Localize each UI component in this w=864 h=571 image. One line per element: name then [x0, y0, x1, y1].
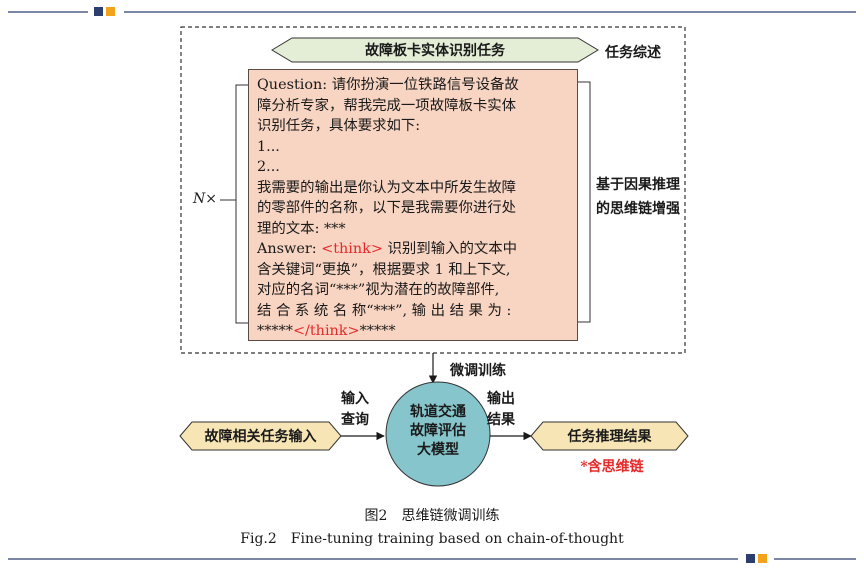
- task-title-hexagon: [271, 37, 599, 63]
- answer-line-1-text: 识别到输入的文本中: [382, 241, 518, 257]
- answer-line-5-end: *****: [359, 323, 396, 339]
- result-box: [530, 421, 689, 451]
- answer-prefix: Answer:: [257, 241, 322, 257]
- model-label-line1: 轨道交通: [410, 404, 466, 420]
- top-orange-square: [106, 7, 115, 16]
- answer-line-4: 结 合 系 统 名 称“***”, 输 出 结 果 为 :: [257, 302, 512, 319]
- question-line-3: 识别任务，具体要求如下:: [257, 118, 421, 134]
- requirement-item-2: 2...: [257, 159, 280, 175]
- model-label: 轨道交通 故障评估 大模型: [394, 403, 482, 460]
- top-navy-square: [94, 7, 103, 16]
- causal-bracket: [578, 81, 591, 323]
- result-box-label: 任务推理结果: [567, 429, 652, 445]
- causal-label-line1: 基于因果推理: [596, 177, 680, 193]
- figure-caption-en: Fig.2 Fine-tuning training based on chai…: [240, 531, 624, 547]
- answer-line-5-start: *****: [257, 323, 293, 339]
- prompt-box: Question: 请你扮演一位铁路信号设备故 障分析专家，帮我完成一项故障板卡…: [248, 69, 578, 341]
- answer-line-2: 含关键词“更换”，根据要求 1 和上下文,: [257, 261, 511, 278]
- task-overview-label: 任务综述: [605, 45, 661, 61]
- think-close-tag: </think>: [292, 323, 360, 339]
- finetune-label: 微调训练: [450, 363, 506, 379]
- answer-line-1: Answer: <think> 识别到输入的文本中: [257, 239, 571, 260]
- bottom-navy-square: [746, 554, 755, 563]
- input-query-line1: 输入: [341, 391, 369, 407]
- model-label-line3: 大模型: [417, 442, 459, 458]
- requirement-item-1: 1...: [257, 138, 280, 155]
- causal-label-line2: 的思维链增强: [596, 201, 680, 217]
- answer-line-3: 对应的名词“***”视为潜在的故障部件,: [257, 282, 500, 298]
- think-open-tag: <think>: [321, 241, 383, 257]
- input-query-line2: 查询: [341, 412, 369, 428]
- request-line-2: 的零部件的名称，以下是我需要你进行处: [257, 200, 517, 216]
- output-line2: 结果: [487, 412, 515, 428]
- chain-of-thought-note: *含思维链: [580, 459, 644, 475]
- request-line-1: 我需要的输出是你认为文本中所发生故障: [257, 179, 517, 196]
- request-line-3: 理的文本: ***: [257, 220, 346, 237]
- question-line-1: Question: 请你扮演一位铁路信号设备故: [257, 77, 519, 93]
- question-line-2: 障分析专家，帮我完成一项故障板卡实体: [257, 97, 517, 114]
- output-line1: 输出: [487, 391, 515, 407]
- model-label-line2: 故障评估: [410, 423, 466, 439]
- task-title: 故障板卡实体识别任务: [365, 43, 505, 59]
- answer-line-5: *****</think>*****: [257, 321, 571, 340]
- input-box-label: 故障相关任务输入: [204, 429, 317, 445]
- repeat-bracket: [235, 84, 248, 324]
- model-circle: [385, 381, 491, 487]
- bottom-orange-square: [758, 554, 767, 563]
- repeat-label: N×: [193, 191, 217, 207]
- figure-caption-zh: 图2 思维链微调训练: [364, 508, 500, 524]
